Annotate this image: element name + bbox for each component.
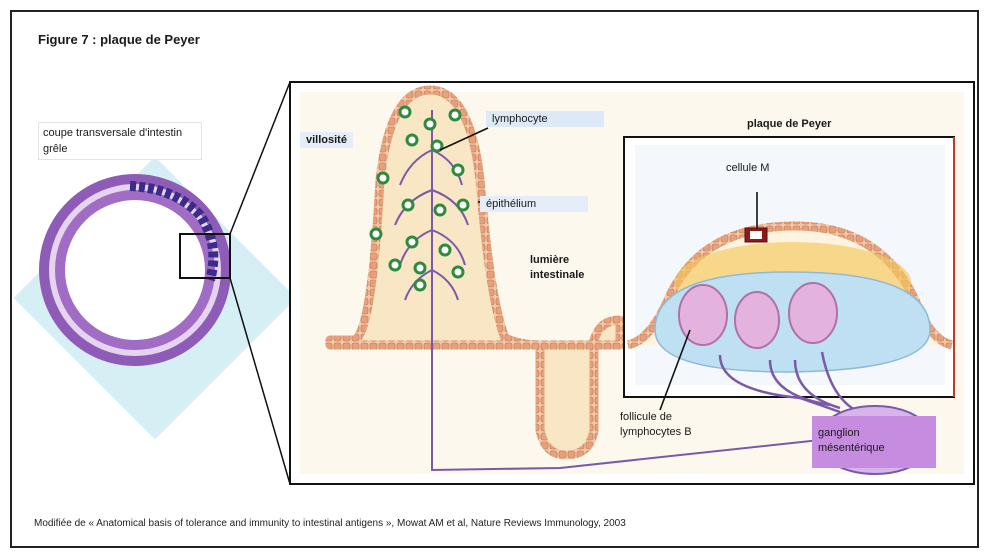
label-follicule: follicule de lymphocytes B [620,410,730,440]
label-ganglion-line1: ganglion [818,426,930,441]
figure-title: Figure 7 : plaque de Peyer [38,32,200,47]
label-cross-section: coupe transversale d'intestin grêle [38,122,202,160]
cross-section-illustration [14,157,297,440]
label-lumiere-line1: lumière [530,253,610,268]
label-cellule-m: cellule M [726,162,769,174]
label-villosite: villosité [300,132,353,148]
label-follicule-line2: lymphocytes B [620,425,730,440]
label-epithelium: épithélium [480,196,588,212]
label-lymphocyte: lymphocyte [486,111,604,127]
figure-caption: Modifiée de « Anatomical basis of tolera… [34,518,626,529]
label-plaque-peyer: plaque de Peyer [747,118,831,130]
label-follicule-line1: follicule de [620,410,730,425]
label-lumiere-line2: intestinale [530,268,610,283]
label-lumiere-intestinale: lumière intestinale [530,253,610,283]
label-ganglion-line2: mésentérique [818,441,930,456]
label-ganglion: ganglion mésentérique [812,416,936,468]
